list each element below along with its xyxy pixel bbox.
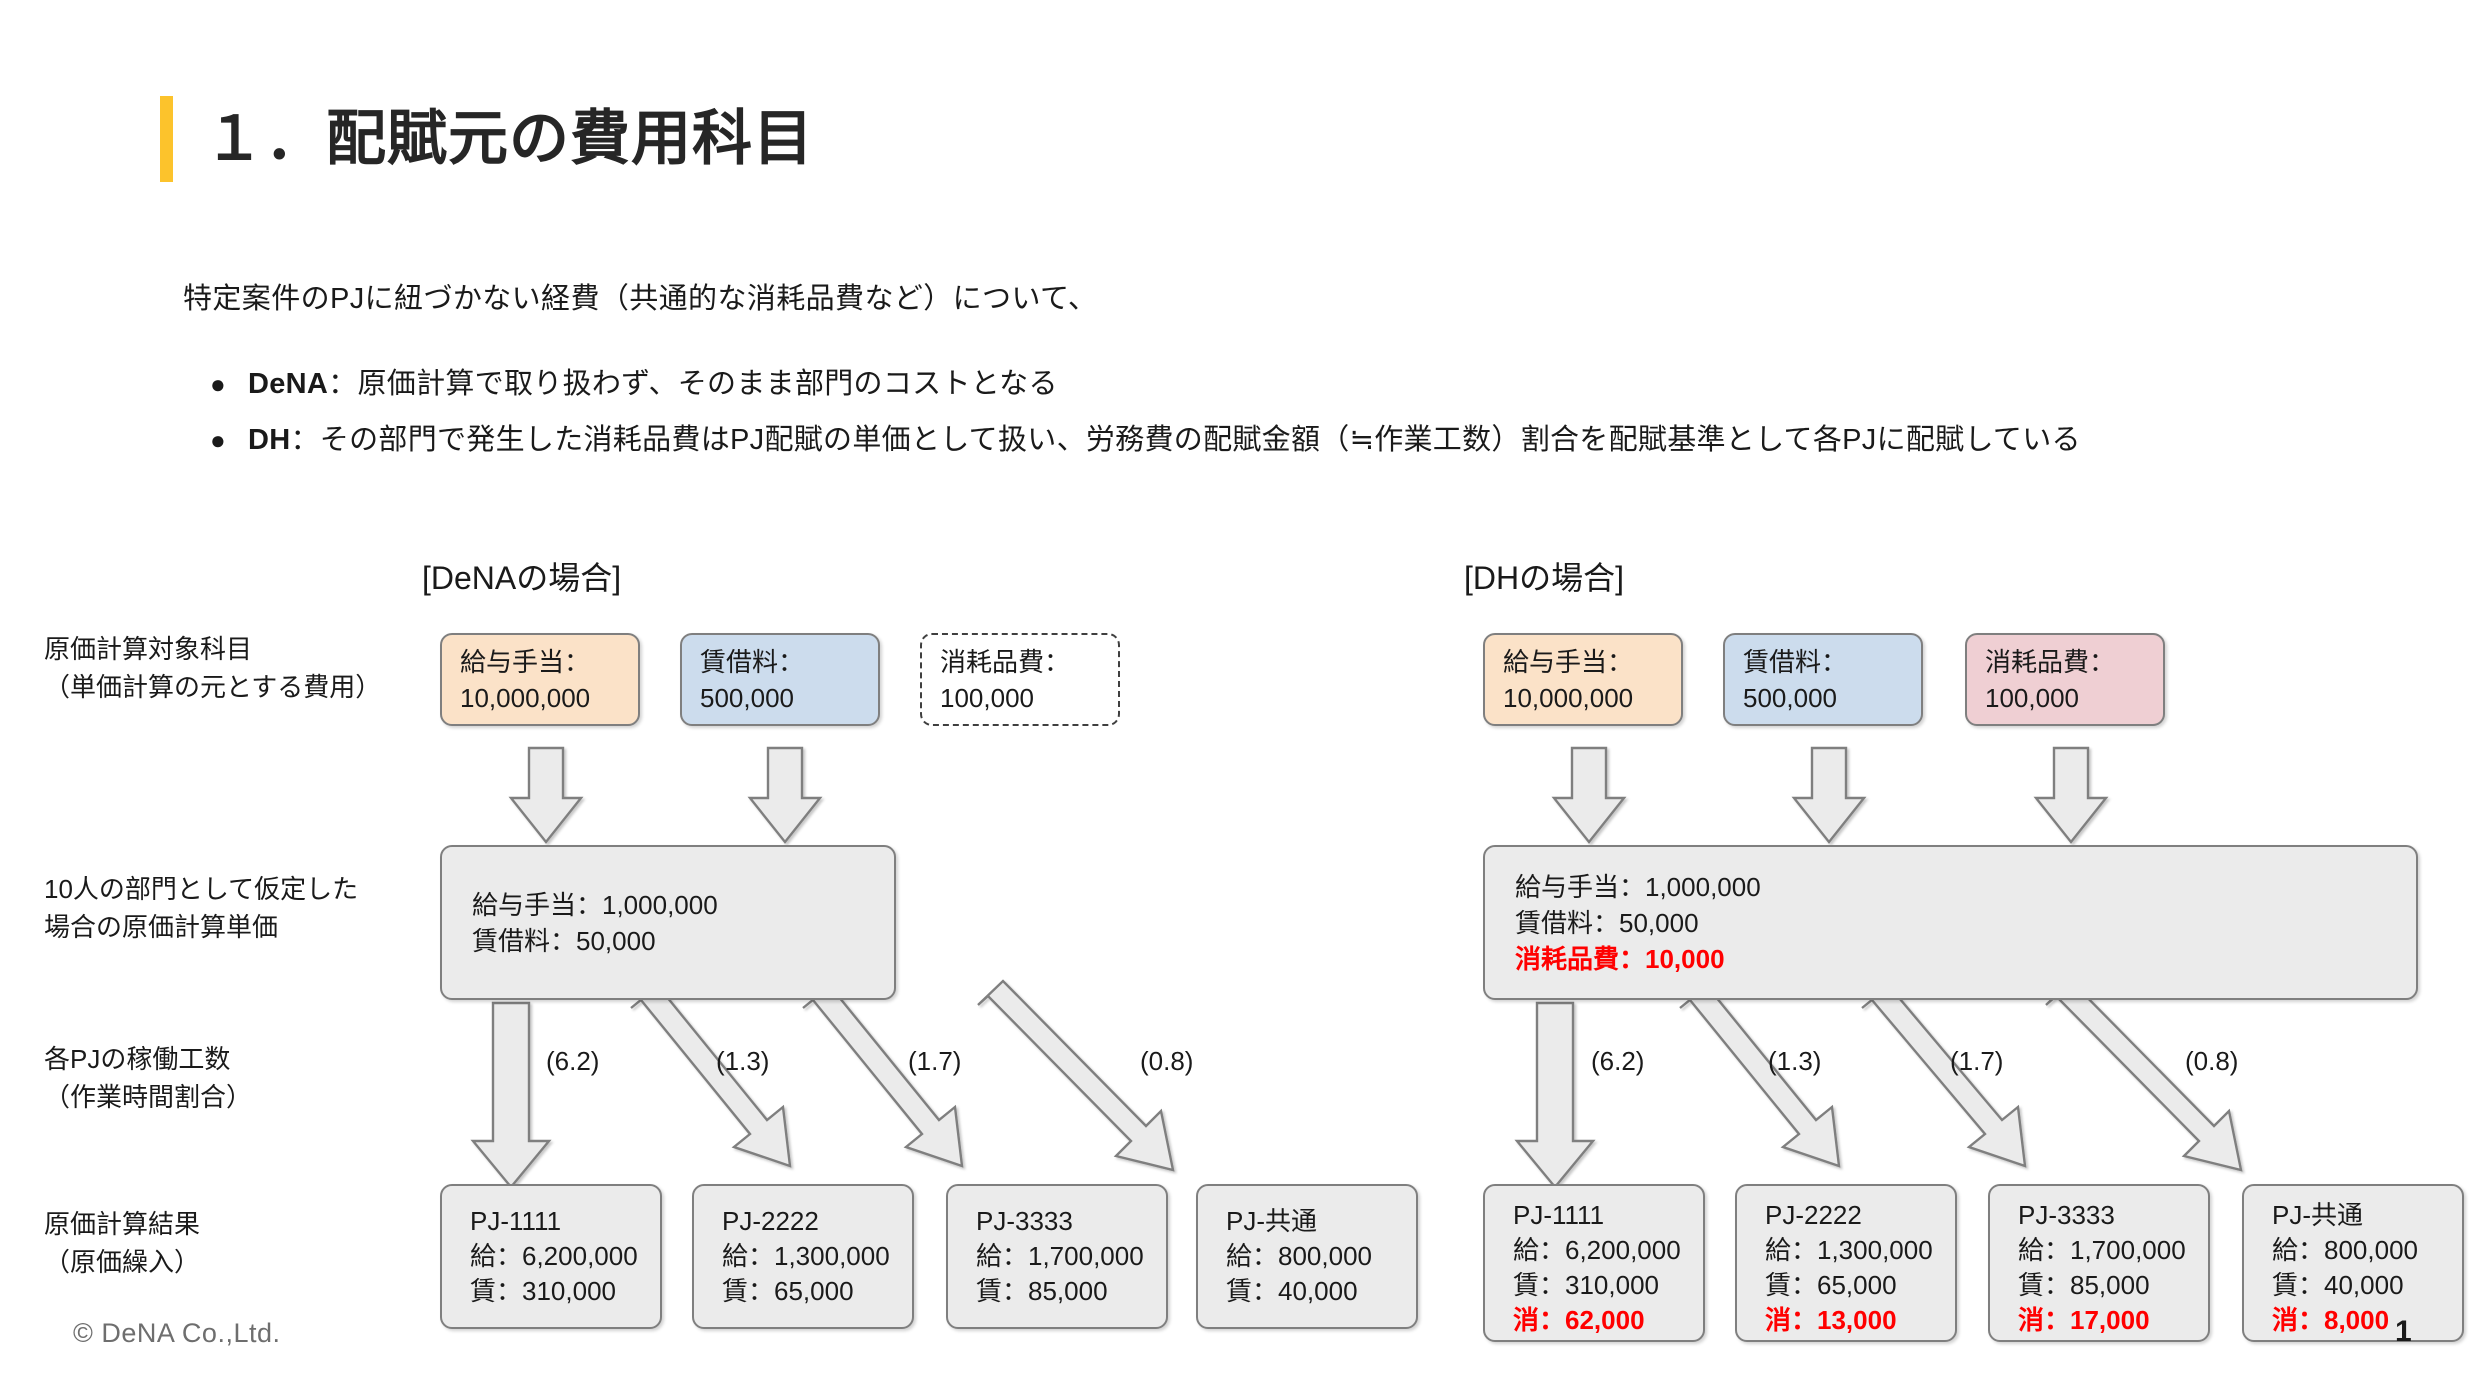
- result-line-highlight: 消：62,000: [1513, 1305, 1645, 1335]
- result-line: 給：1,300,000: [722, 1241, 890, 1271]
- source-value: 10,000,000: [460, 682, 591, 713]
- source-value: 500,000: [1743, 682, 1837, 713]
- result-line-highlight: 消：17,000: [2018, 1305, 2150, 1335]
- result-line: 賃：85,000: [976, 1276, 1108, 1306]
- result-box-dena-1: PJ-1111 給：6,200,000 賃：310,000: [440, 1184, 662, 1329]
- result-line: 賃：40,000: [1226, 1276, 1358, 1306]
- bullet-body: ：その部門で発生した消耗品費はPJ配賦の単価として扱い、労務費の配賦金額（≒作業…: [290, 424, 2081, 456]
- bullet-body: ：原価計算で取り扱わず、そのまま部門のコストとなる: [328, 368, 1058, 400]
- source-box-supplies-dena: 消耗品費： 100,000: [920, 633, 1120, 726]
- source-value: 100,000: [940, 682, 1034, 713]
- row-label-unit-price: 10人の部門として仮定した 場合の原価計算単価: [44, 874, 359, 942]
- unit-line: 賃借料：50,000: [472, 925, 656, 956]
- bullet-strong: DeNA: [248, 368, 329, 400]
- result-line: 給：1,700,000: [2018, 1235, 2186, 1265]
- ratio-label-dh-4: (0.8): [2185, 1046, 2239, 1076]
- bullet-list: ● DeNA：原価計算で取り扱わず、そのまま部門のコストとなる ● DH：その部…: [210, 360, 2430, 472]
- ratio-label-dh-3: (1.7): [1950, 1046, 2004, 1076]
- bullet-strong: DH: [248, 424, 291, 456]
- page-number: 1: [2395, 1315, 2412, 1348]
- page-title: １．配賦元の費用科目: [160, 96, 814, 182]
- ratio-label-dena-1: (6.2): [546, 1046, 600, 1076]
- source-value: 500,000: [700, 682, 794, 713]
- unit-line: 賃借料：50,000: [1515, 907, 1699, 938]
- arrow-fan-dh-1: [1514, 1001, 1596, 1189]
- source-label: 賃借料：: [1743, 646, 1848, 677]
- arrow-down-dh-3: [2033, 746, 2109, 844]
- unit-line: 給与手当：1,000,000: [472, 889, 718, 920]
- row-label-result: 原価計算結果 （原価繰入）: [44, 1209, 201, 1277]
- result-line: 給：800,000: [2272, 1235, 2418, 1265]
- result-line: 賃：65,000: [722, 1276, 854, 1306]
- source-box-rent-dena: 賃借料： 500,000: [680, 633, 880, 726]
- result-box-dena-3: PJ-3333 給：1,700,000 賃：85,000: [946, 1184, 1168, 1329]
- ratio-label-dena-3: (1.7): [908, 1046, 962, 1076]
- result-line: 給：6,200,000: [1513, 1235, 1681, 1265]
- result-line: 給：1,300,000: [1765, 1235, 1933, 1265]
- lead-paragraph: 特定案件のPJに紐づかない経費（共通的な消耗品費など）について、: [183, 283, 1098, 315]
- list-item: ● DH：その部門で発生した消耗品費はPJ配賦の単価として扱い、労務費の配賦金額…: [210, 416, 2430, 464]
- result-line: 賃：40,000: [2272, 1270, 2404, 1300]
- result-line: 給：1,700,000: [976, 1241, 1144, 1271]
- result-line: 賃：65,000: [1765, 1270, 1897, 1300]
- unit-price-box-dena: 給与手当：1,000,000 賃借料：50,000: [440, 845, 896, 1000]
- result-name: PJ-3333: [976, 1206, 1073, 1236]
- unit-line: 給与手当：1,000,000: [1515, 871, 1761, 902]
- list-item: ● DeNA：原価計算で取り扱わず、そのまま部門のコストとなる: [210, 360, 2430, 408]
- ratio-label-dh-1: (6.2): [1591, 1046, 1645, 1076]
- arrow-down-dh-2: [1791, 746, 1867, 844]
- row-label-man-hours: 各PJの稼働工数 （作業時間割合）: [44, 1044, 253, 1112]
- source-box-salary-dena: 給与手当： 10,000,000: [440, 633, 640, 726]
- panel-heading-dena: [DeNAの場合]: [422, 560, 622, 596]
- source-box-supplies-dh: 消耗品費： 100,000: [1965, 633, 2165, 726]
- row-label-source-accounts: 原価計算対象科目 （単価計算の元とする費用）: [44, 634, 382, 702]
- source-label: 消耗品費：: [940, 646, 1071, 677]
- copyright-text: © DeNA Co.,Ltd.: [73, 1318, 281, 1348]
- result-name: PJ-1111: [470, 1206, 562, 1236]
- arrow-down-dena-1: [508, 746, 584, 844]
- result-line: 賃：85,000: [2018, 1270, 2150, 1300]
- result-line: 賃：310,000: [470, 1276, 616, 1306]
- result-line-highlight: 消：8,000: [2272, 1305, 2390, 1335]
- title-text: １．配賦元の費用科目: [204, 105, 814, 172]
- result-line: 給：6,200,000: [470, 1241, 638, 1271]
- result-line: 賃：310,000: [1513, 1270, 1659, 1300]
- source-label: 給与手当：: [1503, 646, 1634, 677]
- result-name: PJ-共通: [2272, 1200, 2364, 1230]
- panel-heading-dh: [DHの場合]: [1464, 560, 1625, 596]
- result-name: PJ-2222: [722, 1206, 819, 1236]
- unit-line-highlight: 消耗品費：10,000: [1515, 943, 1725, 974]
- source-label: 賃借料：: [700, 646, 805, 677]
- arrow-down-dh-1: [1551, 746, 1627, 844]
- source-box-rent-dh: 賃借料： 500,000: [1723, 633, 1923, 726]
- ratio-label-dena-4: (0.8): [1140, 1046, 1194, 1076]
- source-value: 100,000: [1985, 682, 2079, 713]
- source-value: 10,000,000: [1503, 682, 1634, 713]
- arrow-fan-dena-1: [470, 1001, 552, 1189]
- result-box-dena-2: PJ-2222 給：1,300,000 賃：65,000: [692, 1184, 914, 1329]
- unit-price-box-dh: 給与手当：1,000,000 賃借料：50,000 消耗品費：10,000: [1483, 845, 2418, 1000]
- result-line: 給：800,000: [1226, 1241, 1372, 1271]
- result-name: PJ-共通: [1226, 1206, 1318, 1236]
- result-box-dh-1: PJ-1111 給：6,200,000 賃：310,000 消：62,000: [1483, 1184, 1705, 1342]
- bullet-marker-icon: ●: [210, 369, 226, 399]
- title-accent-bar: [160, 96, 173, 182]
- source-label: 給与手当：: [460, 646, 591, 677]
- result-box-dh-4: PJ-共通 給：800,000 賃：40,000 消：8,000: [2242, 1184, 2464, 1342]
- bullet-text: DH：その部門で発生した消耗品費はPJ配賦の単価として扱い、労務費の配賦金額（≒…: [248, 416, 2338, 464]
- arrow-down-dena-2: [747, 746, 823, 844]
- result-box-dena-4: PJ-共通 給：800,000 賃：40,000: [1196, 1184, 1418, 1329]
- result-box-dh-3: PJ-3333 給：1,700,000 賃：85,000 消：17,000: [1988, 1184, 2210, 1342]
- bullet-text: DeNA：原価計算で取り扱わず、そのまま部門のコストとなる: [248, 360, 1058, 408]
- result-name: PJ-3333: [2018, 1200, 2115, 1230]
- result-name: PJ-2222: [1765, 1200, 1862, 1230]
- ratio-label-dena-2: (1.3): [716, 1046, 770, 1076]
- result-line-highlight: 消：13,000: [1765, 1305, 1897, 1335]
- source-box-salary-dh: 給与手当： 10,000,000: [1483, 633, 1683, 726]
- result-box-dh-2: PJ-2222 給：1,300,000 賃：65,000 消：13,000: [1735, 1184, 1957, 1342]
- bullet-marker-icon: ●: [210, 425, 226, 455]
- result-name: PJ-1111: [1513, 1200, 1605, 1230]
- source-label: 消耗品費：: [1985, 646, 2116, 677]
- ratio-label-dh-2: (1.3): [1768, 1046, 1822, 1076]
